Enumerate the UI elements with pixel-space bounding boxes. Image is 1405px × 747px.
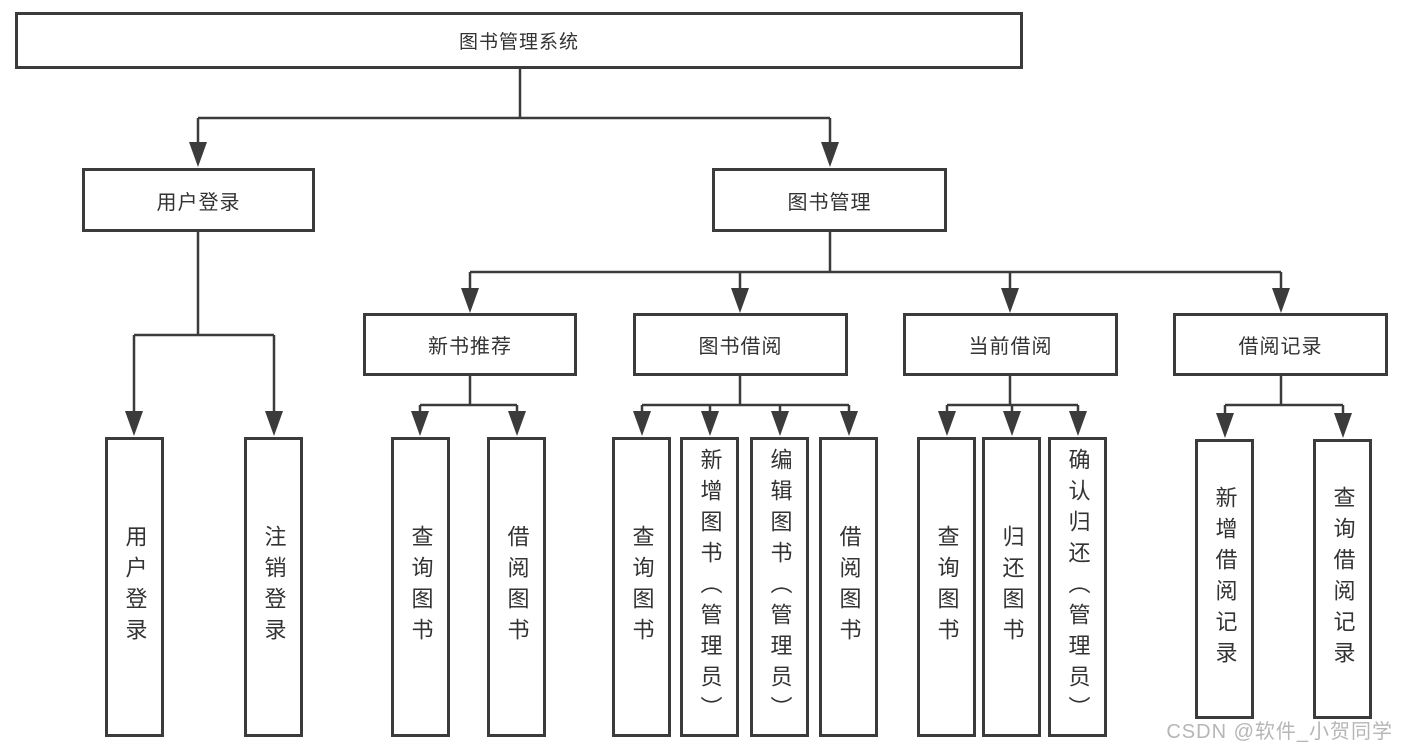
node-label: 图书借阅 xyxy=(698,336,783,358)
node-label: 查询图书 xyxy=(408,525,434,649)
connector-root-split xyxy=(196,69,832,146)
leaf-currentborrow-query-books: 查询图书 xyxy=(917,437,976,737)
node-label: 新增借阅记录 xyxy=(1212,486,1238,672)
node-book-management: 图书管理 xyxy=(712,168,947,232)
connector-newbook-split xyxy=(418,376,519,415)
arrow-icon xyxy=(411,411,429,436)
leaf-user-login: 用户登录 xyxy=(105,437,164,737)
leaf-bookborrow-edit-books-admin: 编辑图书（管理员） xyxy=(750,437,809,737)
node-label: 用户登录 xyxy=(122,525,148,649)
node-label: 查询借阅记录 xyxy=(1330,486,1356,672)
leaf-bookborrow-query-books: 查询图书 xyxy=(612,437,671,737)
leaf-currentborrow-confirm-return-admin: 确认归还（管理员） xyxy=(1048,437,1107,737)
leaf-logout: 注销登录 xyxy=(244,437,303,737)
node-label: 图书管理 xyxy=(787,191,872,214)
node-user-login: 用户登录 xyxy=(82,168,315,232)
arrowheads xyxy=(125,142,1352,438)
node-current-borrow: 当前借阅 xyxy=(903,313,1118,376)
arrow-icon xyxy=(1272,288,1290,313)
arrow-icon xyxy=(821,142,839,167)
arrow-icon xyxy=(461,288,479,313)
arrow-icon xyxy=(771,411,789,436)
arrow-icon xyxy=(840,411,858,436)
leaf-newbook-query-books: 查询图书 xyxy=(391,437,450,737)
node-label: 借阅图书 xyxy=(504,525,530,649)
arrow-icon xyxy=(1001,288,1019,313)
node-library-management-system: 图书管理系统 xyxy=(15,12,1023,69)
node-label: 编辑图书（管理员） xyxy=(767,447,793,727)
arrow-icon xyxy=(189,142,207,167)
csdn-watermark: CSDN @软件_小贺同学 xyxy=(1166,721,1393,743)
arrow-icon xyxy=(938,411,956,436)
node-label: 新增图书（管理员） xyxy=(697,447,723,727)
node-new-book-recommend: 新书推荐 xyxy=(363,313,577,376)
node-label: 查询图书 xyxy=(629,525,655,649)
connector-currentborrow-split xyxy=(945,376,1080,415)
node-label: 借阅记录 xyxy=(1238,336,1323,358)
node-label: 注销登录 xyxy=(261,525,287,649)
leaf-record-query-borrow-record: 查询借阅记录 xyxy=(1313,439,1372,719)
node-label: 当前借阅 xyxy=(968,336,1053,358)
arrow-icon xyxy=(1334,413,1352,438)
arrow-icon xyxy=(1003,411,1021,436)
leaf-record-add-borrow-record: 新增借阅记录 xyxy=(1195,439,1254,719)
arrow-icon xyxy=(265,411,283,436)
leaf-bookborrow-borrow-books: 借阅图书 xyxy=(819,437,878,737)
node-label: 归还图书 xyxy=(999,525,1025,649)
connector-userlogin-split xyxy=(132,232,276,415)
arrow-icon xyxy=(1069,411,1087,436)
node-label: 查询图书 xyxy=(934,525,960,649)
node-book-borrow: 图书借阅 xyxy=(633,313,848,376)
arrow-icon xyxy=(633,411,651,436)
node-label: 确认归还（管理员） xyxy=(1065,447,1091,727)
node-label: 用户登录 xyxy=(156,191,241,214)
arrow-icon xyxy=(125,411,143,436)
arrow-icon xyxy=(1216,413,1234,438)
node-label: 借阅图书 xyxy=(836,525,862,649)
node-borrow-record: 借阅记录 xyxy=(1173,313,1388,376)
leaf-currentborrow-return-books: 归还图书 xyxy=(982,437,1041,737)
arrow-icon xyxy=(731,288,749,313)
connector-borrowrecord-split xyxy=(1223,376,1345,417)
node-label: 图书管理系统 xyxy=(458,32,579,53)
leaf-newbook-borrow-books: 借阅图书 xyxy=(487,437,546,737)
arrow-icon xyxy=(508,411,526,436)
connector-bookborrow-split xyxy=(640,376,851,415)
arrow-icon xyxy=(701,411,719,436)
connector-bookmgmt-split xyxy=(468,232,1283,293)
leaf-bookborrow-add-books-admin: 新增图书（管理员） xyxy=(680,437,739,737)
node-label: 新书推荐 xyxy=(428,336,512,358)
